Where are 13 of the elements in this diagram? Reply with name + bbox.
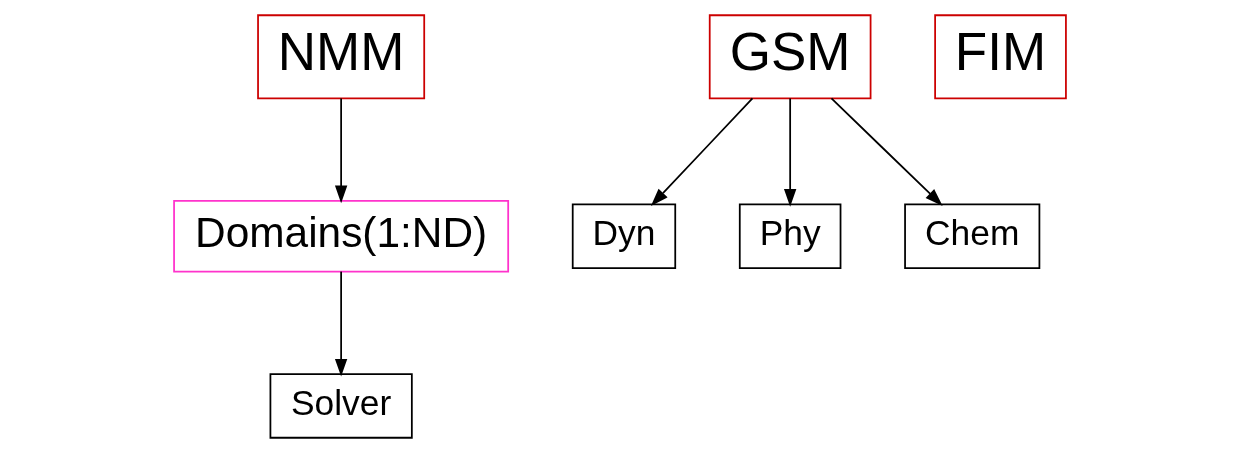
arrow [783, 97, 796, 207]
node-box: Dyn [571, 203, 676, 269]
node-box: Domains(1:ND) [172, 200, 509, 273]
node-box: GSM [708, 14, 871, 100]
node-box: Phy [738, 203, 841, 269]
node-box: Chem [903, 203, 1040, 269]
node-box: NMM [256, 14, 425, 100]
arrow [334, 270, 347, 377]
node-box: FIM [933, 14, 1067, 100]
arrow [830, 97, 943, 206]
node-box: Solver [269, 373, 413, 439]
arrow [334, 97, 347, 204]
arrow [650, 97, 753, 206]
